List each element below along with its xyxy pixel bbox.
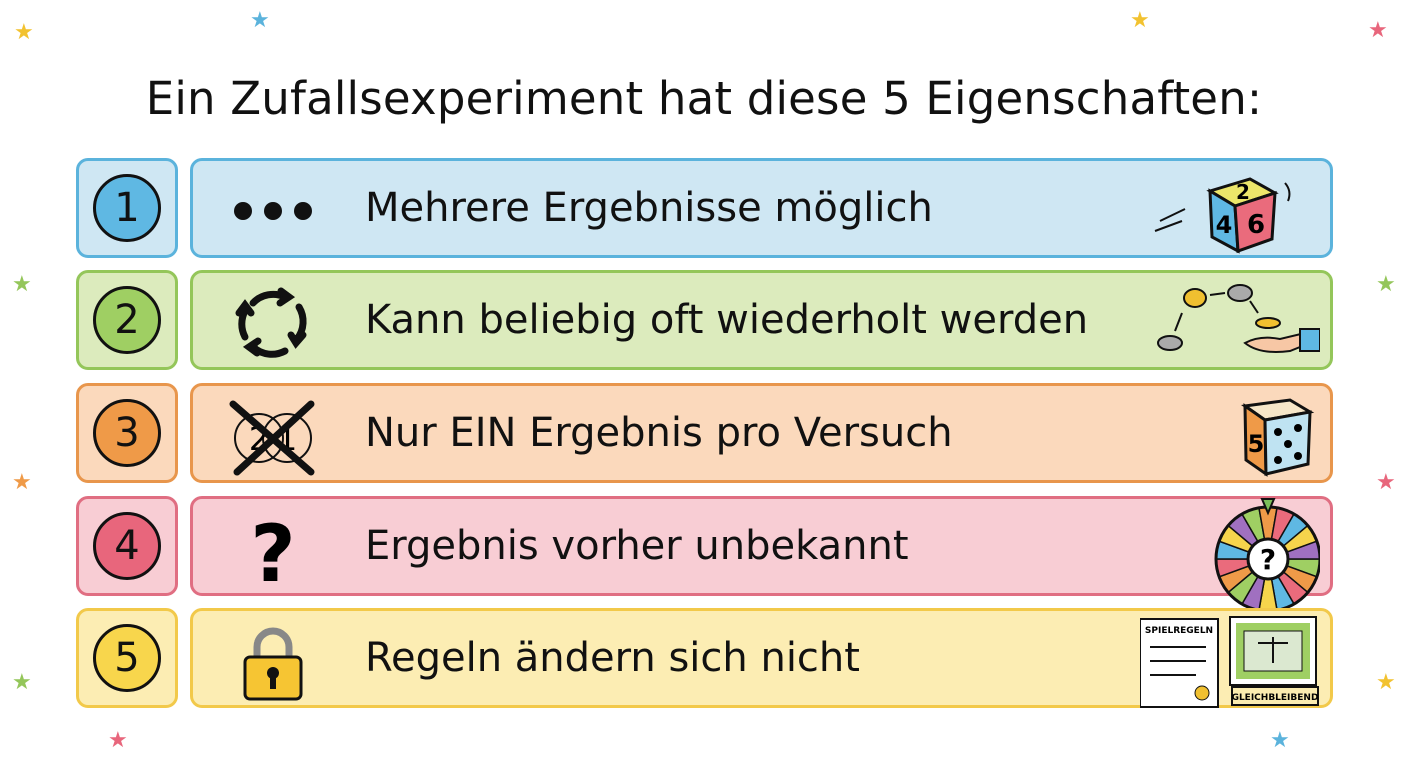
number-badge: 1 [76,158,178,258]
svg-text:6: 6 [1247,210,1265,240]
star-icon: ★ [14,20,34,45]
property-row-2: 2 Kann beliebig oft wiederholt werden [76,270,1333,370]
number-circle: 5 [93,624,161,692]
wheel-of-fortune-illustration: ? [1140,498,1322,613]
number-badge: 2 [76,270,178,370]
property-row-5: 5 Regeln ändern sich nicht SPIELREGELN GL… [76,608,1333,708]
svg-text:GLEICHBLEIBEND: GLEICHBLEIBEND [1232,693,1319,703]
number-circle: 3 [93,399,161,467]
three-dots-icon [223,171,323,251]
die-showing-5-illustration: 5 [1140,386,1320,486]
star-icon: ★ [12,272,32,297]
property-row-4: 4 ? Ergebnis vorher unbekannt ? [76,496,1333,613]
property-box: Kann beliebig oft wiederholt werden [190,270,1333,370]
number-circle: 4 [93,512,161,580]
star-icon: ★ [1130,8,1150,33]
number-badge: 3 [76,383,178,483]
star-icon: ★ [108,728,128,753]
question-mark-icon: ? [223,509,323,600]
star-icon: ★ [1376,670,1396,695]
property-label: Ergebnis vorher unbekannt [365,523,909,569]
number-circle: 2 [93,286,161,354]
svg-text:5: 5 [1248,430,1265,458]
svg-text:4: 4 [1216,211,1233,239]
star-icon: ★ [1270,728,1290,753]
property-label: Regeln ändern sich nicht [365,635,860,681]
svg-text:?: ? [1260,543,1276,576]
svg-text:?: ? [250,510,295,589]
property-box: Regeln ändern sich nicht SPIELREGELN GLEI… [190,608,1333,708]
star-icon: ★ [250,8,270,33]
property-label: Kann beliebig oft wiederholt werden [365,297,1089,343]
page-title: Ein Zufallsexperiment hat diese 5 Eigens… [145,72,1263,125]
star-icon: ★ [1376,272,1396,297]
number-badge: 4 [76,496,178,596]
repeat-cycle-icon [223,283,323,363]
property-label: Nur EIN Ergebnis pro Versuch [365,410,953,456]
property-box: ? Ergebnis vorher unbekannt ? [190,496,1333,613]
svg-text:2: 2 [1236,180,1250,204]
star-icon: ★ [12,470,32,495]
star-icon: ★ [12,670,32,695]
star-icon: ★ [1376,470,1396,495]
rules-scroll-and-board-illustration: SPIELREGELN GLEICHBLEIBEND [1139,611,1320,711]
number-circle: 1 [93,174,161,242]
number-badge: 5 [76,608,178,708]
star-icon: ★ [1368,18,1388,43]
padlock-icon [223,621,323,701]
property-label: Mehrere Ergebnisse möglich [365,185,933,231]
svg-text:SPIELREGELN: SPIELREGELN [1145,626,1213,636]
coin-toss-hand-illustration [1140,273,1321,373]
